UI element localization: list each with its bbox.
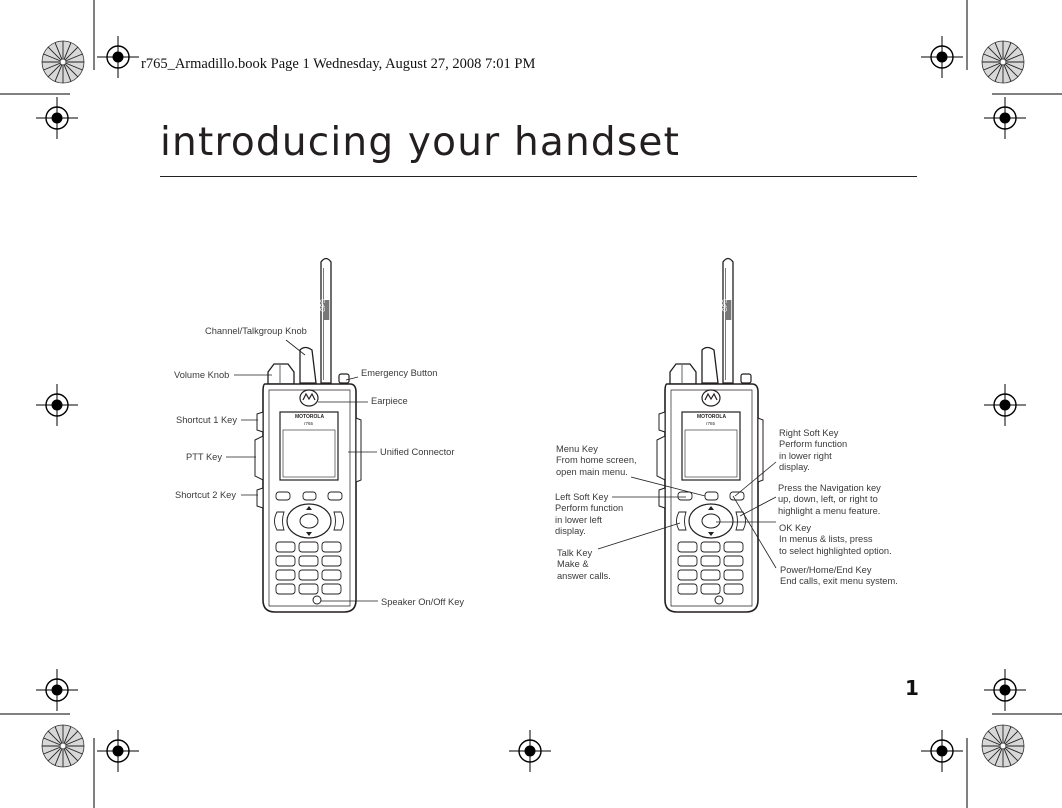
label-earpiece: Earpiece xyxy=(371,396,408,406)
label-unified-connector: Unified Connector xyxy=(380,447,455,457)
page-title: introducing your handset xyxy=(160,120,681,165)
label-emergency-button: Emergency Button xyxy=(361,368,438,378)
antenna-label-right: GPS xyxy=(722,299,729,312)
label-shortcut-1: Shortcut 1 Key xyxy=(176,415,237,425)
page-number: 1 xyxy=(905,676,919,700)
title-rule xyxy=(160,176,917,177)
label-volume-knob: Volume Knob xyxy=(174,370,230,380)
handset-left-diagram xyxy=(254,257,362,613)
label-channel-knob: Channel/Talkgroup Knob xyxy=(205,326,307,336)
device-model-left: r765 xyxy=(304,421,314,426)
device-brand-left: MOTOROLA xyxy=(295,414,325,420)
device-brand-right: MOTOROLA xyxy=(697,414,727,420)
label-shortcut-2: Shortcut 2 Key xyxy=(175,490,236,500)
label-ptt-key: PTT Key xyxy=(186,452,222,462)
label-speaker-key: Speaker On/Off Key xyxy=(381,597,465,607)
antenna-label-left: GPS xyxy=(320,299,327,312)
handset-right-diagram xyxy=(656,257,764,613)
running-head: r765_Armadillo.book Page 1 Wednesday, Au… xyxy=(141,56,536,72)
device-model-right: r765 xyxy=(706,421,716,426)
